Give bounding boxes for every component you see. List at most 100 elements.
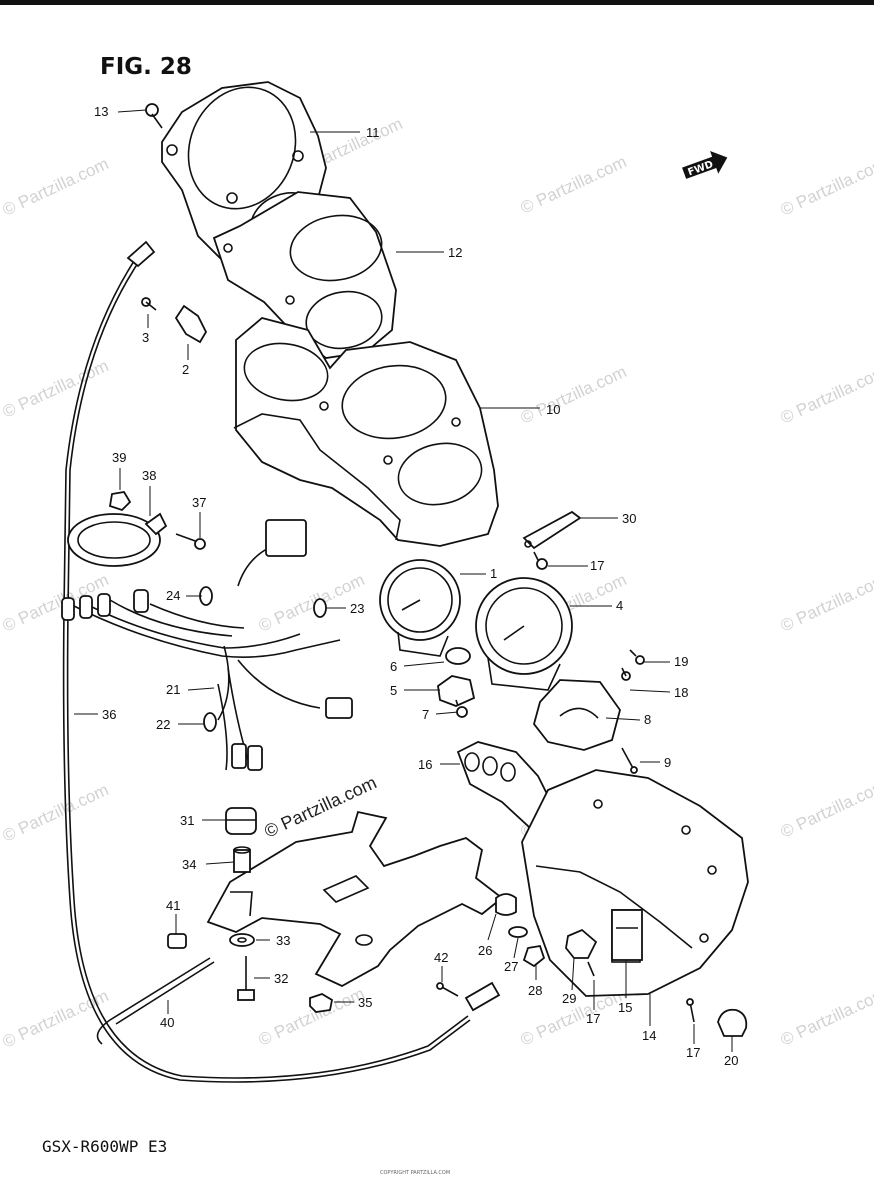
screw-18 [621, 667, 631, 681]
watermark: © Partzilla.com [256, 984, 368, 1050]
watermark: © Partzilla.com [0, 356, 112, 422]
indicator-unit-8 [533, 679, 621, 751]
screw-13 [145, 103, 163, 129]
callout-42: 42 [434, 950, 448, 965]
callout-28: 28 [528, 983, 542, 998]
watermark: © Partzilla.com [0, 986, 112, 1052]
collar-34 [233, 846, 251, 873]
callout-14: 14 [642, 1028, 656, 1043]
callout-2: 2 [182, 362, 189, 377]
callout-18: 18 [674, 685, 688, 700]
copyright-text: COPYRIGHT PARTZILLA.COM [380, 1170, 451, 1176]
callout-32: 32 [274, 971, 288, 986]
watermark: © Partzilla.com [778, 154, 874, 220]
callout-15: 15 [618, 1000, 632, 1015]
screw-17a [533, 551, 548, 570]
callout-31: 31 [180, 813, 194, 828]
figure-title: FIG. 28 [100, 54, 192, 80]
bolt-41 [167, 933, 187, 949]
callout-29: 29 [562, 991, 576, 1006]
nut-35 [309, 993, 334, 1013]
callout-39: 39 [112, 450, 126, 465]
screw-17b [587, 961, 595, 977]
callout-34: 34 [182, 857, 196, 872]
wiring-harness-21 [61, 519, 353, 771]
watermark: © Partzilla.com [518, 362, 630, 428]
callout-20: 20 [724, 1053, 738, 1068]
screw-19 [629, 649, 645, 665]
bulb-22 [203, 712, 217, 732]
grommet-31 [225, 807, 257, 835]
watermark: © Partzilla.com [0, 154, 112, 220]
bracket-30 [522, 510, 582, 550]
cap-20 [717, 1008, 748, 1037]
callout-22: 22 [156, 717, 170, 732]
callout-30: 30 [622, 511, 636, 526]
cable-tie-40 [96, 957, 215, 1045]
bolt-32 [237, 956, 255, 1001]
callout-layer: 13 11 12 3 2 10 39 38 37 30 17 1 24 23 4… [94, 104, 738, 1068]
bulb-6 [445, 647, 471, 665]
grommet-26 [495, 893, 517, 916]
callout-24: 24 [166, 588, 180, 603]
nut-28 [522, 944, 546, 968]
bulb-23 [313, 598, 327, 618]
callout-40: 40 [160, 1015, 174, 1030]
watermark: © Partzilla.com [778, 362, 874, 428]
washer-33 [229, 933, 255, 947]
cable-ring-37 [67, 512, 168, 567]
callout-9: 9 [664, 755, 671, 770]
watermark: © Partzilla.com [778, 570, 874, 636]
watermark: © Partzilla.com [778, 984, 874, 1050]
socket-15 [611, 909, 643, 961]
meter-bracket-frame [206, 810, 504, 988]
callout-38: 37 [192, 495, 206, 510]
screw-9 [621, 747, 638, 774]
washer-27 [508, 926, 528, 938]
callout-36: 36 [102, 707, 116, 722]
callout-35: 35 [358, 995, 372, 1010]
callout-17b: 17 [586, 1011, 600, 1026]
callout-8: 8 [644, 712, 651, 727]
callout-5: 5 [390, 683, 397, 698]
callout-1: 1 [490, 566, 497, 581]
watermark: © Partzilla.com [778, 776, 874, 842]
callout-3: 3 [142, 330, 149, 345]
callout-26: 26 [478, 943, 492, 958]
meter-gasket-12 [212, 191, 397, 359]
callout-6: 6 [390, 659, 397, 674]
meter-lower-case-14 [521, 769, 749, 997]
top-border [0, 0, 874, 5]
nut-39 [108, 491, 132, 512]
meter-upper-case-10 [233, 317, 499, 547]
callout-17a: 17 [590, 558, 604, 573]
callout-27: 27 [504, 959, 518, 974]
gear-2 [174, 304, 208, 344]
fwd-label: FWD [686, 159, 714, 178]
callout-33: 33 [276, 933, 290, 948]
screw-3 [141, 297, 157, 311]
callout-37: 38 [142, 468, 156, 483]
screw-42 [436, 982, 459, 997]
callout-4: 4 [616, 598, 623, 613]
watermark: © Partzilla.com [0, 570, 112, 636]
callout-12: 12 [448, 245, 462, 260]
callout-16: 16 [418, 757, 432, 772]
callout-19: 19 [674, 654, 688, 669]
screw-17c [686, 998, 695, 1023]
fwd-arrow: FWD [682, 151, 728, 179]
clamp-29 [565, 928, 598, 959]
callout-10: 10 [546, 402, 560, 417]
watermark: © Partzilla.com [0, 780, 112, 846]
speedometer-cable-36 [62, 240, 501, 1083]
callout-13: 13 [94, 104, 108, 119]
gauge-4 [475, 577, 573, 691]
callout-7: 7 [422, 707, 429, 722]
watermark: © Partzilla.com [518, 152, 630, 218]
bolt-38 [175, 533, 206, 550]
callout-21: 21 [166, 682, 180, 697]
callout-17c: 17 [686, 1045, 700, 1060]
leader-lines [74, 109, 733, 1052]
callout-23: 23 [350, 601, 364, 616]
model-code: GSX-R600WP E3 [42, 1137, 168, 1156]
